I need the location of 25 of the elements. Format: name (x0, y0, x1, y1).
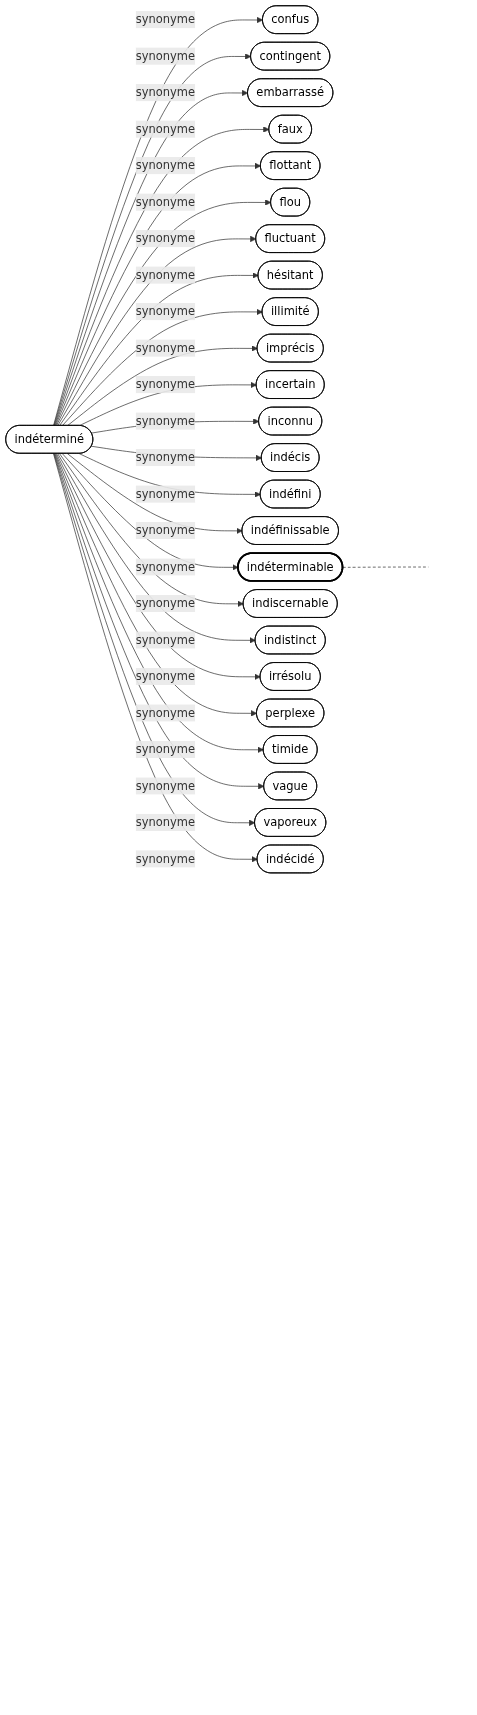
edge-label: synonyme (135, 596, 195, 610)
edge-label: synonyme (135, 669, 195, 683)
edge-label: synonyme (135, 523, 195, 537)
edge-label: synonyme (135, 12, 195, 27)
edge-label: synonyme (135, 450, 195, 464)
edge-label: synonyme (135, 559, 195, 574)
edge-label: synonyme (135, 121, 195, 136)
edge-label: synonyme (135, 267, 195, 282)
edge-label: synonyme (135, 705, 195, 720)
edge-label: synonyme (135, 815, 195, 829)
edge-label: synonyme (135, 158, 195, 173)
connector (342, 566, 429, 568)
edge-label: synonyme (135, 49, 195, 63)
edge-label: synonyme (135, 632, 195, 647)
edge-label: synonyme (135, 377, 195, 392)
edge-label: synonyme (135, 486, 195, 501)
edge-label: synonyme (135, 85, 195, 100)
edge-label: synonyme (135, 413, 195, 428)
edge-label: synonyme (135, 742, 195, 756)
edge-label: synonyme (135, 340, 195, 355)
edge-label: synonyme (135, 194, 195, 209)
edge-label: synonyme (135, 851, 195, 866)
edge-label: synonyme (135, 778, 195, 793)
edge-label: synonyme (135, 231, 195, 246)
edge-label: synonyme (135, 304, 195, 319)
